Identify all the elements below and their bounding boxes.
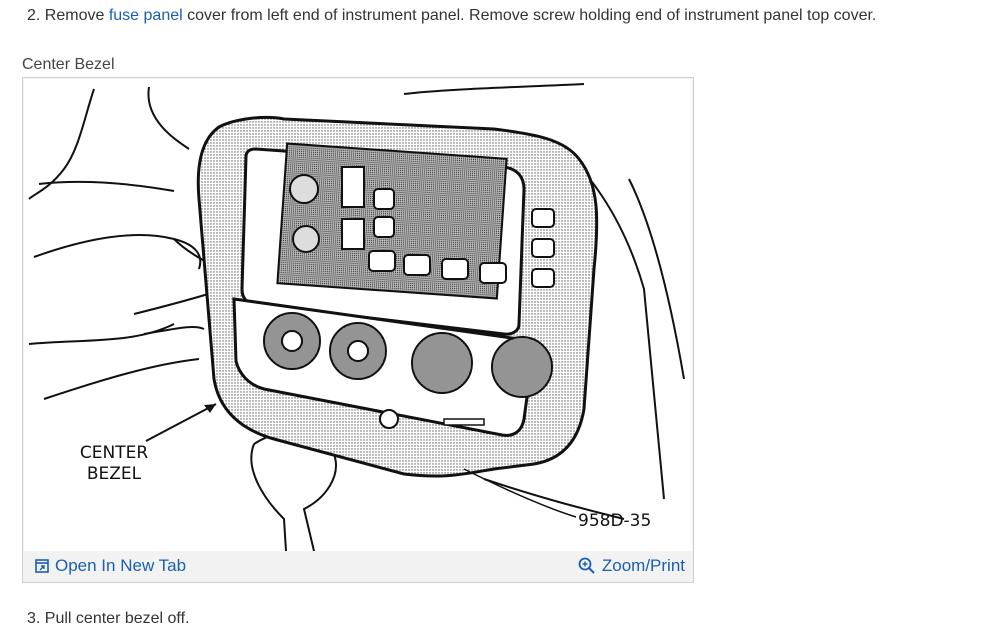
step-number: 3. (27, 610, 41, 627)
center-bezel-illustration: CENTER BEZEL 958D-35 (24, 79, 692, 551)
fuse-panel-link[interactable]: fuse panel (108, 7, 183, 24)
step-text-after: cover from left end of instrument panel.… (182, 7, 877, 24)
step-2-paragraph: 2. Remove fuse panel cover from left end… (27, 6, 876, 26)
zoom-in-icon (578, 557, 595, 574)
figure-container: CENTER BEZEL 958D-35 Open In New Tab Zoo… (22, 77, 694, 583)
figure-number: 958D-35 (578, 511, 652, 531)
callout-line-2: BEZEL (86, 464, 142, 484)
figure-toolbar: Open In New Tab Zoom/Print (23, 551, 693, 582)
step-number: 2. (27, 7, 41, 24)
zoom-print-label: Zoom/Print (601, 556, 685, 575)
center-bezel-callout: CENTER BEZEL (66, 443, 162, 485)
figure-caption: Center Bezel (22, 56, 115, 73)
illustration-drawing (28, 83, 685, 551)
callout-line-1: CENTER (79, 443, 149, 463)
step-text-before: Remove (44, 7, 109, 24)
open-new-tab-icon (35, 559, 49, 573)
open-new-tab-label: Open In New Tab (55, 556, 187, 575)
step-3-paragraph: 3. Pull center bezel off. (27, 609, 189, 629)
step-text: Pull center bezel off. (44, 610, 190, 627)
open-in-new-tab-button[interactable]: Open In New Tab (35, 556, 186, 576)
zoom-print-button[interactable]: Zoom/Print (578, 556, 685, 576)
